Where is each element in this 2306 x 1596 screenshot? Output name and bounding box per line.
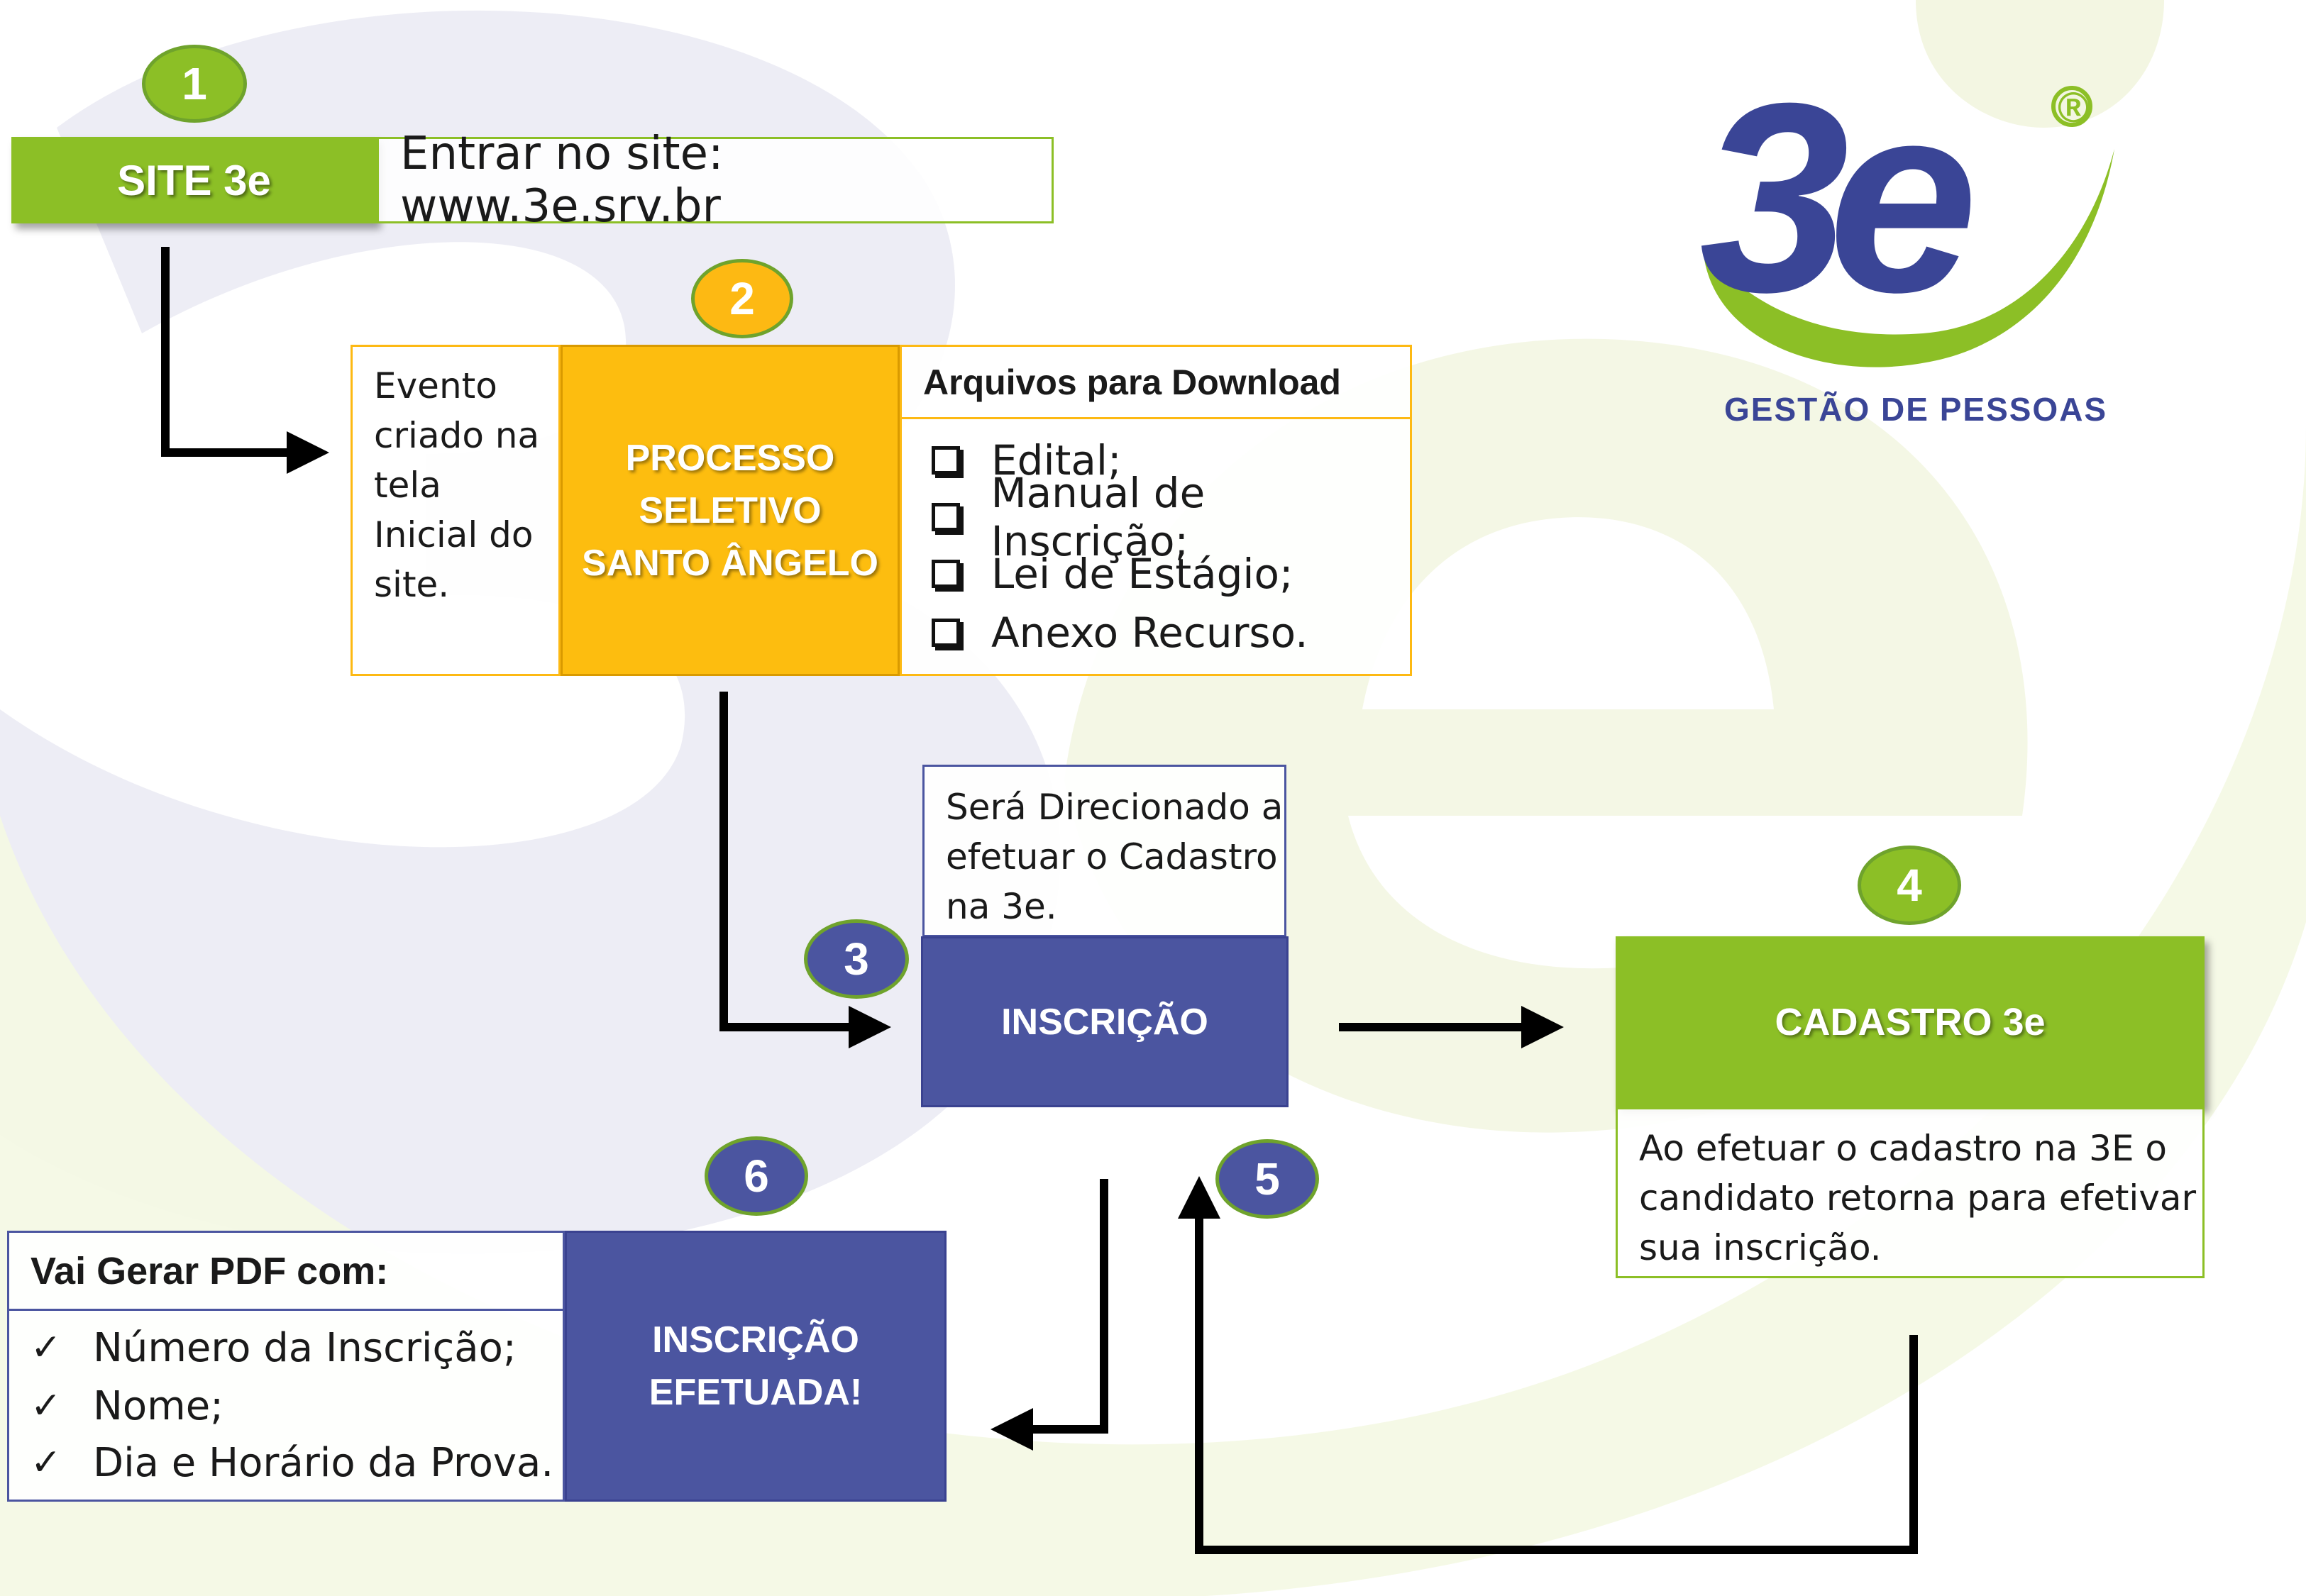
event-note-line-5: site. <box>374 564 450 605</box>
downloads-header-text: Arquivos para Download <box>923 362 1341 402</box>
pdf-item: ✓ Nome; <box>23 1378 563 1434</box>
site-url-box: Entrar no site: www.3e.srv.br <box>377 128 1054 233</box>
site-3e-title: SITE 3e <box>117 156 271 204</box>
download-item-label: Edital; <box>991 436 1122 484</box>
checkmark-icon: ✓ <box>31 1326 62 1369</box>
pdf-item-label: Dia e Horário da Prova. <box>93 1439 554 1486</box>
step-4-badge: 4 <box>1858 846 1961 925</box>
inscricao-box: INSCRIÇÃO <box>921 936 1289 1107</box>
pdf-item: ✓ Número da Inscrição; <box>23 1318 563 1378</box>
download-item[interactable]: Manual de Inscrição; <box>927 469 1410 565</box>
event-note-line-3: tela <box>374 465 441 506</box>
redirect-note-line-1: Será Direcionado a <box>946 787 1284 828</box>
pdf-item: ✓ Dia e Horário da Prova. <box>23 1434 563 1491</box>
checkmark-icon: ✓ <box>31 1385 62 1427</box>
logo-brand-text: 3e <box>1699 47 1971 348</box>
event-note-line-4: Inicial do <box>374 514 534 555</box>
step-2-number: 2 <box>729 273 755 324</box>
process-box: PROCESSO SELETIVO SANTO ÂNGELO <box>561 345 900 676</box>
step-3-badge: 3 <box>804 919 909 999</box>
process-line-1: PROCESSO <box>625 437 835 479</box>
redirect-note-line-2: efetuar o Cadastro <box>946 836 1278 877</box>
step-6-number: 6 <box>744 1151 769 1202</box>
download-item-label: Manual de Inscrição; <box>991 469 1206 565</box>
download-item[interactable]: Edital; <box>927 432 1410 489</box>
step-5-number: 5 <box>1254 1153 1280 1204</box>
redirect-note-box: Será Direcionado a efetuar o Cadastro na… <box>922 765 1286 937</box>
step-1-number: 1 <box>182 58 207 109</box>
pdf-box: Vai Gerar PDF com: ✓ Número da Inscrição… <box>7 1231 565 1502</box>
registered-icon <box>2051 86 2092 127</box>
cadastro-label: CADASTRO 3e <box>1775 1000 2046 1043</box>
checkbox-icon <box>932 503 960 531</box>
logo-tagline: GESTÃO DE PESSOAS <box>1724 391 2108 428</box>
checkmark-icon: ✓ <box>31 1441 62 1484</box>
process-line-2: SELETIVO <box>639 489 822 531</box>
site-url-text: Entrar no site: www.3e.srv.br <box>400 128 724 233</box>
efetuada-line-1: INSCRIÇÃO <box>652 1319 859 1361</box>
step-2-badge: 2 <box>691 259 793 338</box>
downloads-list: Edital; Manual de Inscrição; Lei de Está… <box>902 419 1410 663</box>
cadastro-note-line-2: candidato retorna para efetivar <box>1639 1177 2197 1219</box>
site-3e-box: SITE 3e <box>11 137 377 223</box>
checkbox-icon <box>932 619 960 647</box>
event-note-line-2: criado na <box>374 415 540 456</box>
step-3-number: 3 <box>844 933 869 985</box>
cadastro-note-line-3: sua inscrição. <box>1639 1227 1882 1268</box>
redirect-note-line-3: na 3e. <box>946 886 1057 927</box>
event-note-line-1: Evento <box>374 365 497 406</box>
pdf-item-label: Nome; <box>93 1382 224 1429</box>
step-6-badge: 6 <box>705 1136 808 1216</box>
pdf-item-label: Número da Inscrição; <box>93 1324 517 1371</box>
downloads-header: Arquivos para Download <box>902 347 1410 419</box>
pdf-header-text: Vai Gerar PDF com: <box>31 1249 389 1292</box>
brand-logo: 3e ® GESTÃO DE PESSOAS <box>1689 43 2143 440</box>
checkbox-icon <box>932 560 960 588</box>
efetuada-line-2: EFETUADA! <box>649 1372 863 1413</box>
download-item-label: Lei de Estágio; <box>991 550 1293 598</box>
logo-graphic: 3e ® <box>1699 47 2114 367</box>
inscricao-label: INSCRIÇÃO <box>1001 1001 1208 1043</box>
pdf-header: Vai Gerar PDF com: <box>9 1233 563 1311</box>
step-1-badge: 1 <box>142 45 247 123</box>
logo-swoosh-shape <box>1703 149 2114 367</box>
cadastro-note-box: Ao efetuar o cadastro na 3E o candidato … <box>1616 1107 2205 1278</box>
step-5-badge: 5 <box>1215 1139 1319 1219</box>
watermark-r-shape <box>1916 0 2164 128</box>
inscricao-efetuada-box: INSCRIÇÃO EFETUADA! <box>565 1231 947 1502</box>
logo-registered-text: ® <box>2058 84 2089 131</box>
pdf-items-list: ✓ Número da Inscrição; ✓ Nome; ✓ Dia e H… <box>9 1311 563 1491</box>
checkbox-icon <box>932 446 960 475</box>
step-4-number: 4 <box>1897 860 1922 911</box>
cadastro-note-line-1: Ao efetuar o cadastro na 3E o <box>1639 1128 2168 1169</box>
process-line-3: SANTO ÂNGELO <box>582 542 878 584</box>
download-item-label: Anexo Recurso. <box>991 609 1308 657</box>
cadastro-box: CADASTRO 3e <box>1616 936 2205 1107</box>
downloads-box: Arquivos para Download Edital; Manual de… <box>900 345 1412 676</box>
download-item[interactable]: Anexo Recurso. <box>927 602 1410 663</box>
event-note-box: Evento criado na tela Inicial do site. <box>351 345 561 676</box>
download-item[interactable]: Lei de Estágio; <box>927 545 1410 602</box>
